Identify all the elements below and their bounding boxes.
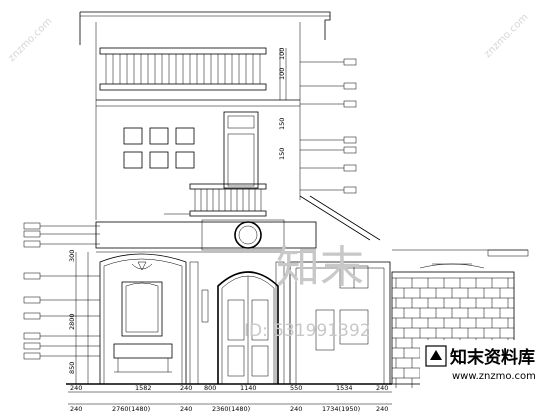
annotation-leaders-left bbox=[23, 222, 100, 360]
dim-bottom-row2-7: 240 bbox=[376, 405, 388, 413]
corner-watermark-top-right: znzmo.com bbox=[482, 12, 530, 60]
annotation-leaders-right bbox=[300, 58, 357, 194]
logo-icon bbox=[425, 345, 447, 367]
dim-left-1: 300 bbox=[68, 250, 76, 262]
dim-left-2: 2800 bbox=[68, 313, 76, 330]
diagonal-watermarks: znzmo.com znzmo.com bbox=[6, 12, 530, 64]
dim-right-2: 100 bbox=[278, 68, 286, 80]
dim-right-3: 150 bbox=[278, 118, 286, 130]
logo-text: 知末资料库 bbox=[449, 347, 535, 368]
dim-right-1: 100 bbox=[278, 48, 286, 60]
dim-bottom-3: 240 bbox=[180, 384, 192, 392]
logo-url: www.znzmo.com bbox=[452, 371, 536, 382]
dim-bottom-row2-2: 2760(1480) bbox=[112, 405, 150, 413]
ground-floor bbox=[66, 219, 392, 385]
dim-bottom-4: 800 bbox=[204, 384, 216, 392]
small-balustrade bbox=[194, 189, 262, 211]
top-balustrade bbox=[105, 54, 261, 84]
dim-left-3: 850 bbox=[68, 362, 76, 374]
watermark-brand: 知末 bbox=[276, 242, 364, 293]
dim-bottom-row2-6: 1734(1950) bbox=[322, 405, 360, 413]
dim-bottom-1: 240 bbox=[70, 384, 82, 392]
dimension-lines bbox=[68, 48, 392, 405]
corner-watermark-top-left: znzmo.com bbox=[6, 16, 54, 64]
dim-bottom-row2-5: 240 bbox=[290, 405, 302, 413]
window-grid bbox=[123, 127, 195, 169]
dim-bottom-row2-3: 240 bbox=[180, 405, 192, 413]
dim-bottom-7: 1534 bbox=[336, 384, 353, 392]
upper-building bbox=[79, 11, 381, 241]
dim-bottom-8: 240 bbox=[376, 384, 388, 392]
dim-bottom-6: 550 bbox=[290, 384, 302, 392]
dim-bottom-row2-4: 2360(1480) bbox=[212, 405, 250, 413]
watermark-id: ID: 531991392 bbox=[244, 321, 371, 341]
dim-bottom-row2-1: 240 bbox=[70, 405, 82, 413]
dim-right-4: 150 bbox=[278, 148, 286, 160]
dim-bottom-5: 1140 bbox=[240, 384, 257, 392]
dim-bottom-2: 1582 bbox=[135, 384, 152, 392]
